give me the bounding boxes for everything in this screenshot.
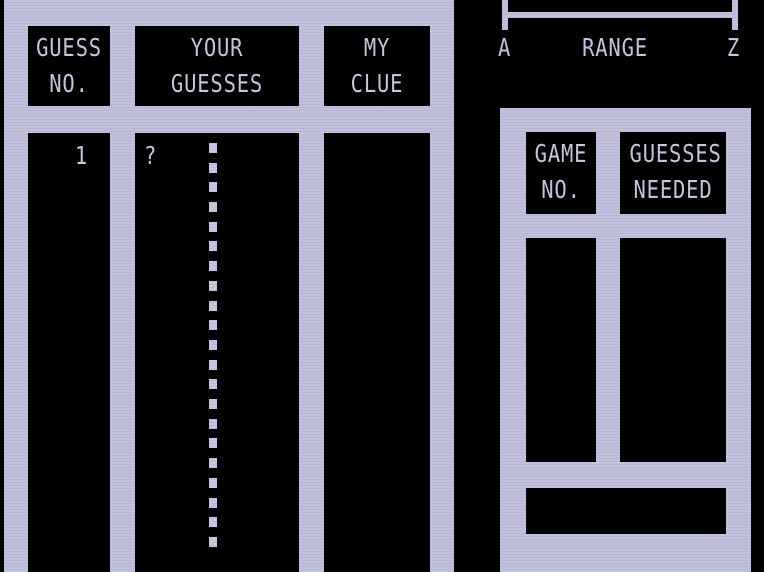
range-bar: [502, 12, 738, 18]
game-no-header-cell: [526, 132, 596, 214]
guess-marker-dash: [209, 360, 217, 370]
guess-marker-dash: [209, 458, 217, 468]
guess-marker-dash: [209, 399, 217, 409]
guess-marker-dash: [209, 340, 217, 350]
game-no-header-line2: NO.: [541, 175, 581, 204]
your-guesses-header-cell: [135, 26, 299, 106]
guesses-needed-header-cell: [620, 132, 726, 214]
range-bar-right-tick: [732, 0, 738, 30]
guess-number-cell: 1: [74, 141, 88, 170]
guesses-needed-header-line1: GUESSES: [629, 139, 722, 168]
your-guesses-header-line2: GUESSES: [170, 69, 264, 98]
guess-marker-dash: [209, 143, 217, 153]
guess-marker-dash: [209, 379, 217, 389]
my-clue-header-line1: MY: [363, 33, 391, 62]
guess-marker-dash: [209, 498, 217, 508]
guess-marker-dash: [209, 182, 217, 192]
range-bar-left-tick: [502, 0, 508, 30]
guess-no-header-line1: GUESS: [36, 33, 102, 62]
range-high-letter: Z: [726, 33, 740, 62]
game-no-header-line1: GAME: [534, 139, 588, 168]
your-guesses-column: [135, 133, 299, 572]
my-clue-header-cell: [324, 26, 430, 106]
range-label: RANGE: [582, 33, 648, 62]
guess-marker-dash: [209, 301, 217, 311]
guess-marker-dash: [209, 202, 217, 212]
guess-marker-dash: [209, 320, 217, 330]
guess-no-header-cell: [28, 26, 110, 106]
guess-marker-dash: [209, 222, 217, 232]
guesses-needed-header-line2: NEEDED: [633, 175, 713, 204]
guess-input-cursor[interactable]: ?: [144, 141, 158, 170]
guess-marker-dash: [209, 261, 217, 271]
guess-marker-dash: [209, 438, 217, 448]
guess-marker-dash: [209, 281, 217, 291]
score-footer-box: [526, 488, 726, 534]
guess-marker-dash: [209, 537, 217, 547]
guess-marker-dash: [209, 419, 217, 429]
guess-marker-dash: [209, 241, 217, 251]
my-clue-column: [324, 133, 430, 572]
game-no-column: [526, 238, 596, 462]
guess-marker-dash: [209, 478, 217, 488]
range-low-letter: A: [498, 33, 512, 62]
guess-marker-dash: [209, 163, 217, 173]
guess-no-header-line2: NO.: [49, 69, 89, 98]
guesses-needed-column: [620, 238, 726, 462]
your-guesses-header-line1: YOUR: [190, 33, 244, 62]
my-clue-header-line2: CLUE: [350, 69, 404, 98]
guess-marker-dash: [209, 517, 217, 527]
guess-no-column: [28, 133, 110, 572]
